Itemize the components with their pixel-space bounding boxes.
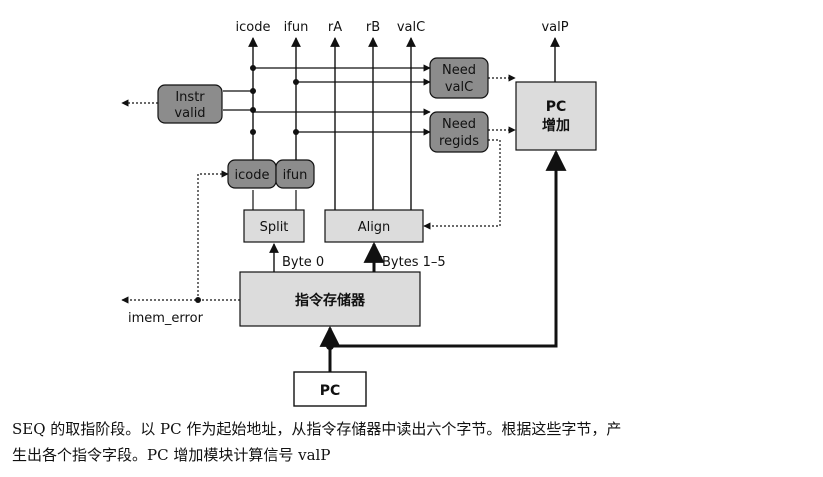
need-valc-label-2: valC [445, 80, 473, 95]
pc-increment-label-2: 增加 [542, 117, 570, 134]
ifun-block: ifun [275, 159, 315, 189]
pc-register-block: PC [293, 371, 367, 407]
icode-block-label: icode [235, 168, 270, 183]
need-regids-label-1: Need [442, 117, 476, 132]
junction-dot [250, 88, 256, 94]
align-block-label: Align [358, 220, 391, 235]
figure-caption: SEQ 的取指阶段。以 PC 作为起始地址，从指令存储器中读出六个字节。根据这些… [12, 416, 812, 468]
instr-valid-block: Instr valid [157, 84, 223, 124]
pc-increment-block: PC 增加 [515, 81, 597, 151]
split-block: Split [243, 209, 305, 243]
instr-valid-label-1: Instr [175, 90, 205, 105]
valp-signal-label: valP [541, 20, 568, 35]
imem-error-to-icode-wire [197, 170, 229, 300]
byte0-label: Byte 0 [282, 255, 324, 270]
valc-signal-label: valC [397, 20, 425, 35]
imem-error-label: imem_error [128, 311, 204, 326]
diagram-canvas: icode ifun rA rB valC valP Instr valid [121, 20, 597, 407]
align-block: Align [324, 209, 424, 243]
junction-dot [250, 129, 256, 135]
need-regids-block: Need regids [429, 111, 489, 153]
junction-dot [250, 107, 256, 113]
need-valc-label-1: Need [442, 63, 476, 78]
caption-line-1: SEQ 的取指阶段。以 PC 作为起始地址，从指令存储器中读出六个字节。根据这些… [12, 420, 622, 438]
pc-to-pc-increment-wire [330, 149, 567, 348]
icode-block: icode [227, 159, 277, 189]
ra-signal-label: rA [328, 20, 342, 35]
instr-valid-label-2: valid [174, 106, 205, 121]
caption-line-2: 生出各个指令字段。PC 增加模块计算信号 valP [12, 446, 331, 464]
need-regids-label-2: regids [439, 134, 479, 149]
pc-register-label: PC [320, 383, 341, 399]
icode-signal-label: icode [236, 20, 271, 35]
junction-dot [293, 79, 299, 85]
junction-dot [326, 342, 334, 350]
split-block-label: Split [260, 220, 289, 235]
rb-signal-label: rB [366, 20, 380, 35]
bytes15-label: Bytes 1–5 [382, 255, 446, 270]
instruction-memory-block: 指令存储器 [239, 271, 421, 327]
junction-dot [250, 65, 256, 71]
pc-increment-label-1: PC [546, 99, 567, 115]
need-valc-block: Need valC [429, 57, 489, 99]
ifun-signal-label: ifun [284, 20, 309, 35]
junction-dot [195, 297, 201, 303]
junction-dot [293, 129, 299, 135]
instruction-memory-label: 指令存储器 [295, 292, 366, 309]
ifun-block-label: ifun [283, 168, 308, 183]
need-regids-to-align-wire [423, 139, 501, 230]
